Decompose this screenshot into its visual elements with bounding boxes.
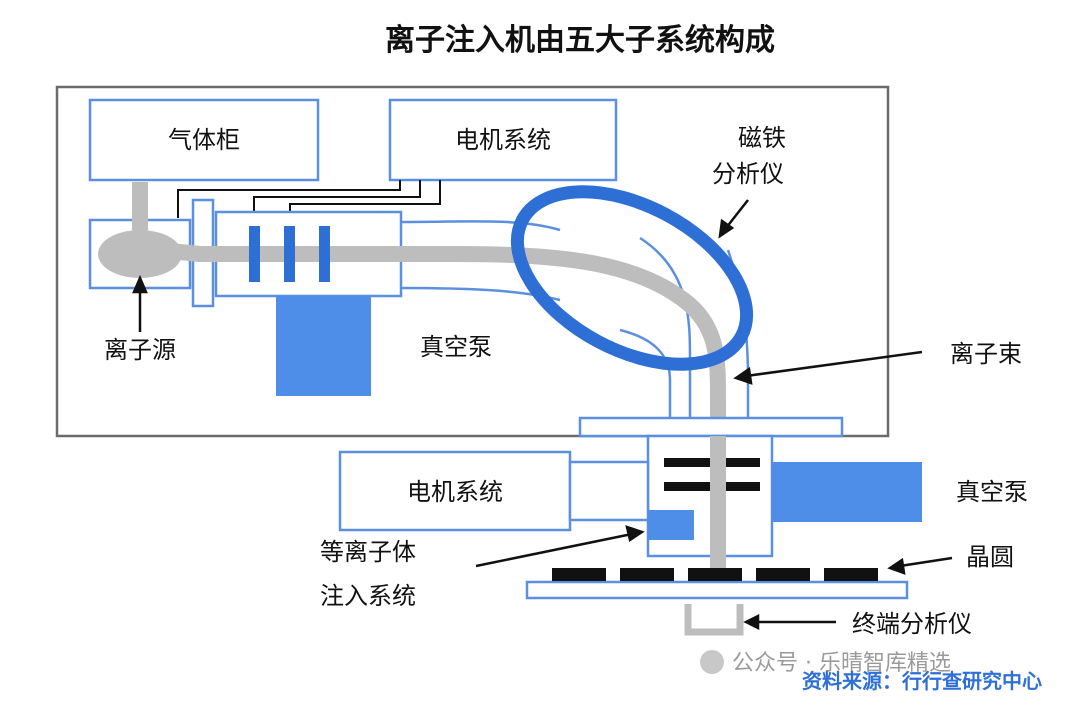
end-analyzer-arrow bbox=[743, 613, 836, 631]
watermark: 公众号 · 乐晴智库精选 bbox=[700, 650, 951, 676]
diagram-title: 离子注入机由五大子系统构成 bbox=[385, 23, 775, 58]
main-frame bbox=[55, 85, 890, 438]
wafer-3 bbox=[688, 568, 742, 581]
end-analyzer-cup bbox=[684, 604, 744, 636]
watermark-text: 公众号 · 乐晴智库精选 bbox=[732, 651, 951, 676]
plasma-system-arrow bbox=[475, 525, 645, 568]
wechat-icon bbox=[700, 650, 724, 674]
ion-source-blob bbox=[98, 230, 182, 278]
wafer-4 bbox=[756, 568, 810, 581]
motor-system-top-label: 电机系统 bbox=[455, 126, 551, 154]
gas-cabinet-box bbox=[88, 98, 320, 182]
magnet-analyzer-label-line2: 分析仪 bbox=[712, 160, 784, 188]
wafer-label: 晶圆 bbox=[966, 543, 1014, 571]
plasma-system-label-line1: 等离子体 bbox=[320, 538, 416, 566]
source-text: 资料来源：行行查研究中心 bbox=[802, 669, 1042, 693]
gas-cabinet-label: 气体柜 bbox=[168, 126, 240, 154]
electrode-3 bbox=[319, 226, 330, 282]
ion-beam-label: 离子束 bbox=[950, 340, 1022, 368]
motor-system-bottom-box bbox=[338, 450, 572, 532]
wafer-2 bbox=[620, 568, 674, 581]
electrode-2 bbox=[284, 226, 295, 282]
magnet-arrow bbox=[718, 199, 749, 239]
plasma-system-label-line2: 注入系统 bbox=[320, 582, 416, 610]
plasma-flood-block bbox=[648, 510, 694, 540]
ion-source-label: 离子源 bbox=[104, 336, 176, 364]
ion-beam-arrow bbox=[733, 350, 923, 385]
end-station-flange bbox=[578, 416, 844, 438]
vacuum-pump-top-label: 真空泵 bbox=[420, 333, 492, 361]
ion-source-arrow bbox=[132, 274, 148, 332]
wafer-1 bbox=[552, 568, 606, 581]
electrode-1 bbox=[249, 226, 260, 282]
motor-system-top-box bbox=[388, 98, 618, 182]
vacuum-pump-top bbox=[276, 296, 371, 396]
wafer-platen bbox=[525, 580, 909, 600]
vacuum-pump-right bbox=[772, 462, 922, 522]
wafer-arrow bbox=[887, 556, 953, 575]
motor-shaft bbox=[568, 460, 650, 522]
vacuum-pump-right-label: 真空泵 bbox=[956, 478, 1028, 506]
motor-system-bottom-label: 电机系统 bbox=[407, 478, 503, 506]
magnet-analyzer-label-line1: 磁铁 bbox=[738, 124, 786, 152]
wafer-5 bbox=[824, 568, 878, 581]
end-analyzer-label: 终端分析仪 bbox=[852, 610, 972, 638]
analyzer-magnet-ring bbox=[510, 185, 754, 371]
